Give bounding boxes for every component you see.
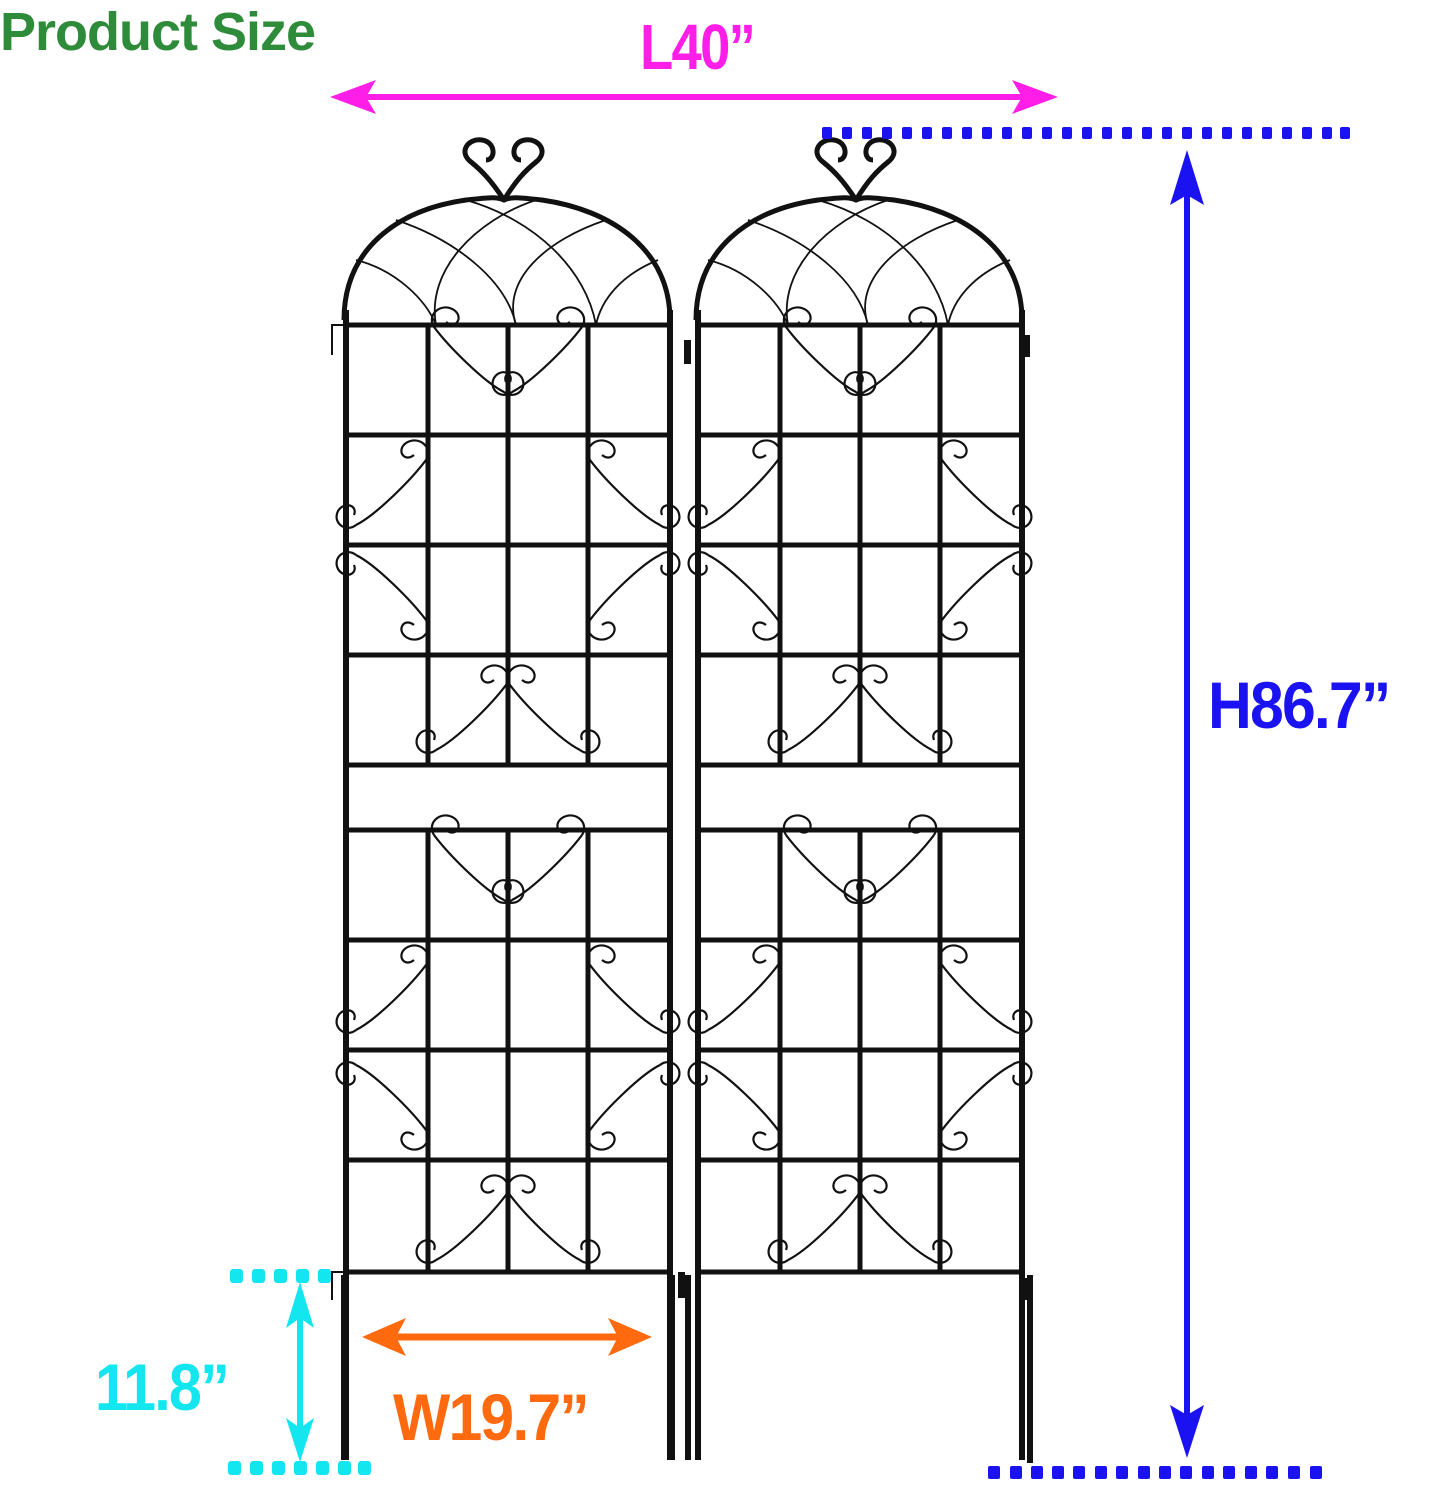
trellis-stakes bbox=[341, 1275, 1033, 1463]
width-arrow bbox=[362, 1318, 652, 1356]
width-label: W19.7” bbox=[393, 1380, 590, 1454]
stake-height-label: 11.8” bbox=[95, 1350, 230, 1424]
height-top-guide bbox=[822, 127, 1350, 139]
page-title: Product Size bbox=[0, 2, 316, 62]
stake-bottom-guide bbox=[228, 1461, 371, 1475]
height-bottom-guide bbox=[988, 1466, 1322, 1479]
panel-connector-clip bbox=[678, 1272, 685, 1298]
length-arrow bbox=[330, 80, 1058, 114]
trellis-panel-left bbox=[331, 140, 679, 1460]
stake-arrow bbox=[286, 1282, 314, 1462]
height-label: H86.7” bbox=[1208, 668, 1391, 742]
stake-top-guide bbox=[230, 1269, 331, 1283]
length-label: L40” bbox=[640, 11, 756, 83]
trellis-panel-right bbox=[689, 140, 1032, 1460]
panel-connector-clip bbox=[684, 340, 691, 364]
height-arrow bbox=[1170, 150, 1204, 1458]
